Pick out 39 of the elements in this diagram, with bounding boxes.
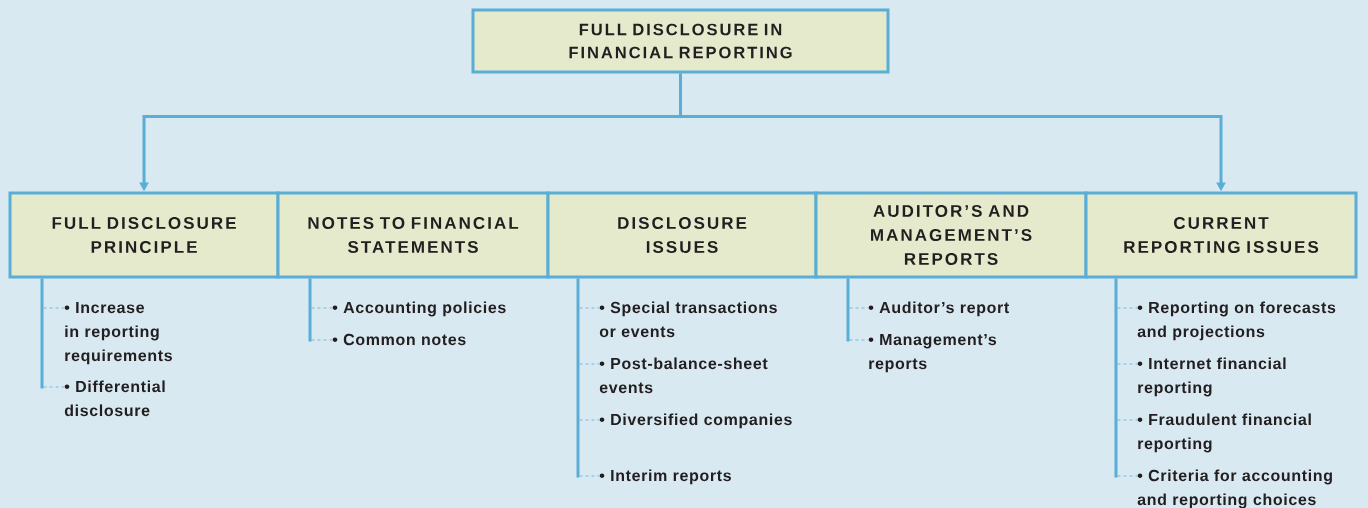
- list-item: • Criteria for accounting and reporting choices: [1137, 469, 1332, 508]
- heading-box: NOTES TO FINANCIAL STATEMENTS: [276, 191, 550, 279]
- heading-box: CURRENT REPORTING ISSUES: [1084, 191, 1358, 279]
- list-item: • Management’s reports: [868, 334, 997, 373]
- leader-line: [579, 307, 600, 309]
- leader-line: [1114, 278, 1118, 478]
- leader-line: [849, 339, 869, 341]
- leader-line: [579, 363, 600, 365]
- list-item: • Auditor’s report: [868, 301, 1010, 317]
- heading-box: AUDITOR’S AND MANAGEMENT’S REPORTS: [814, 191, 1088, 279]
- list-item: • Internet financial reporting: [1137, 357, 1286, 397]
- leader-line: [311, 339, 333, 341]
- leader-line: [40, 278, 44, 389]
- leader-line: [576, 278, 580, 478]
- list-item: • Reporting on forecasts and projections: [1137, 301, 1336, 341]
- list-item: • Differential disclosure: [64, 380, 165, 417]
- leader-line: [579, 419, 600, 421]
- list-item: • Diversified companies: [599, 413, 792, 429]
- leader-line: [1117, 363, 1138, 365]
- list-item: • Post-balance-sheet events: [599, 357, 768, 394]
- list-item: • Accounting policies: [332, 301, 506, 317]
- list-item: • Interim reports: [599, 469, 731, 485]
- leader-line: [308, 278, 312, 342]
- leader-line: [849, 307, 869, 309]
- list-item: • Fraudulent financial reporting: [1137, 413, 1311, 453]
- leader-line: [579, 475, 600, 477]
- leader-line: [1117, 307, 1138, 309]
- leader-line: [1117, 475, 1138, 477]
- heading-box: FULL DISCLOSURE PRINCIPLE: [8, 191, 280, 279]
- leader-line: [846, 278, 850, 342]
- heading-box: DISCLOSURE ISSUES: [546, 191, 818, 279]
- heading-box: FULL DISCLOSURE IN FINANCIAL REPORTING: [471, 8, 890, 74]
- leader-line: [43, 386, 65, 388]
- list-item: • Increase in reporting requirements: [64, 302, 172, 365]
- leader-line: [1117, 419, 1138, 421]
- list-item: • Special transactions or events: [599, 301, 777, 338]
- list-item: • Common notes: [332, 333, 466, 346]
- leader-line: [311, 307, 333, 309]
- leader-line: [43, 307, 65, 309]
